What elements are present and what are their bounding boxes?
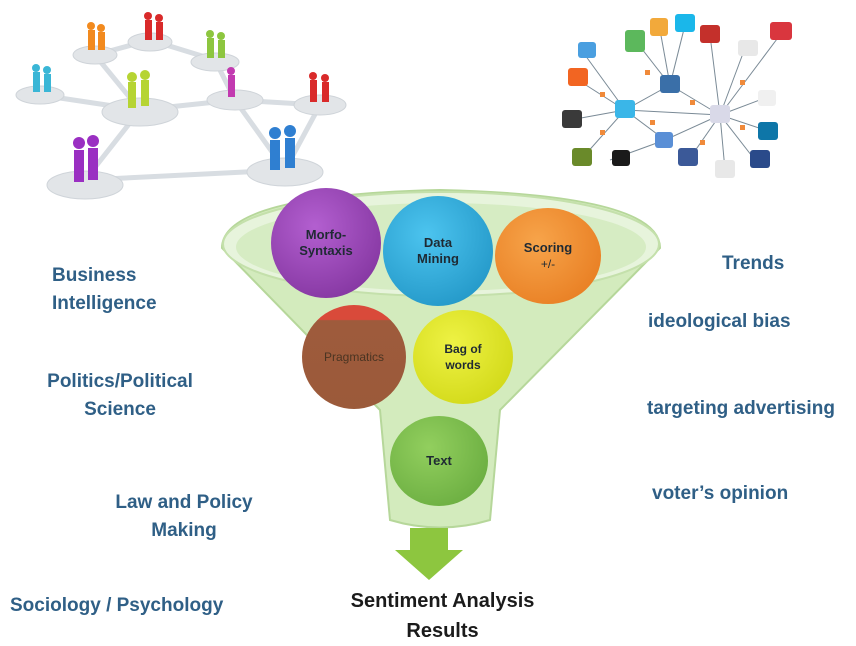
morfosyntaxis-stage: Morfo-Syntaxis bbox=[271, 188, 381, 298]
social-media-network-image bbox=[562, 14, 792, 178]
bag-of-words-label: Bag of words bbox=[444, 342, 482, 372]
pragmatics-label: Pragmatics bbox=[323, 350, 385, 364]
left-label-sociology: Sociology / Psychology bbox=[10, 595, 224, 616]
people-network-image bbox=[15, 12, 347, 200]
sentiment-analysis-results: Sentiment Analysis Results bbox=[350, 590, 535, 642]
pragmatics-stage: Pragmatics bbox=[302, 305, 406, 409]
right-label-trends: Trends bbox=[722, 253, 785, 274]
bag-of-words-stage: Bag of words bbox=[413, 310, 513, 404]
scoring-stage: Scoring +/- bbox=[495, 208, 601, 304]
data-mining-label: Data Mining bbox=[417, 235, 459, 266]
text-stage: Text bbox=[390, 416, 488, 506]
right-label-voters-opinion: voter’s opinion bbox=[652, 483, 789, 504]
down-arrow-icon bbox=[395, 528, 463, 580]
text-label: Text bbox=[426, 453, 452, 468]
left-label-law: Law and Policy Making bbox=[115, 492, 253, 541]
left-label-business-intelligence: Business Intelligence bbox=[52, 265, 157, 314]
left-label-politics: Politics/Political Science bbox=[47, 371, 193, 420]
morfosyntaxis-label: Morfo-Syntaxis bbox=[299, 227, 353, 258]
right-label-targeting-advertising: targeting advertising bbox=[647, 398, 835, 419]
scoring-sublabel: +/- bbox=[540, 257, 556, 271]
right-label-ideological-bias: ideological bias bbox=[648, 311, 791, 332]
data-mining-stage: Data Mining bbox=[383, 196, 493, 306]
scoring-label: Scoring bbox=[523, 240, 573, 255]
